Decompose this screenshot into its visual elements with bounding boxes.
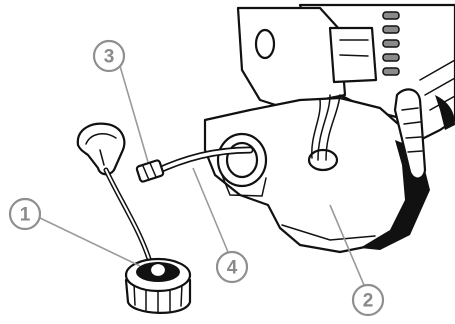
leader-1 [40, 218, 140, 266]
hose-fitting [136, 160, 164, 183]
callout-4: 4 [217, 252, 247, 282]
callout-3: 3 [94, 41, 124, 71]
callout-1-label: 1 [20, 205, 31, 226]
cover-hole [256, 30, 274, 58]
engine-cover [238, 8, 345, 108]
callout-2: 2 [353, 285, 383, 315]
callout-3-label: 3 [104, 47, 115, 68]
fuel-cap-assembly [78, 124, 190, 313]
callout-2-label: 2 [363, 291, 374, 312]
callout-4-label: 4 [227, 258, 238, 279]
cap-strap-tab [78, 124, 124, 175]
callout-1: 1 [10, 199, 40, 229]
fuel-cap [126, 259, 190, 313]
hose-grommet [309, 150, 337, 170]
